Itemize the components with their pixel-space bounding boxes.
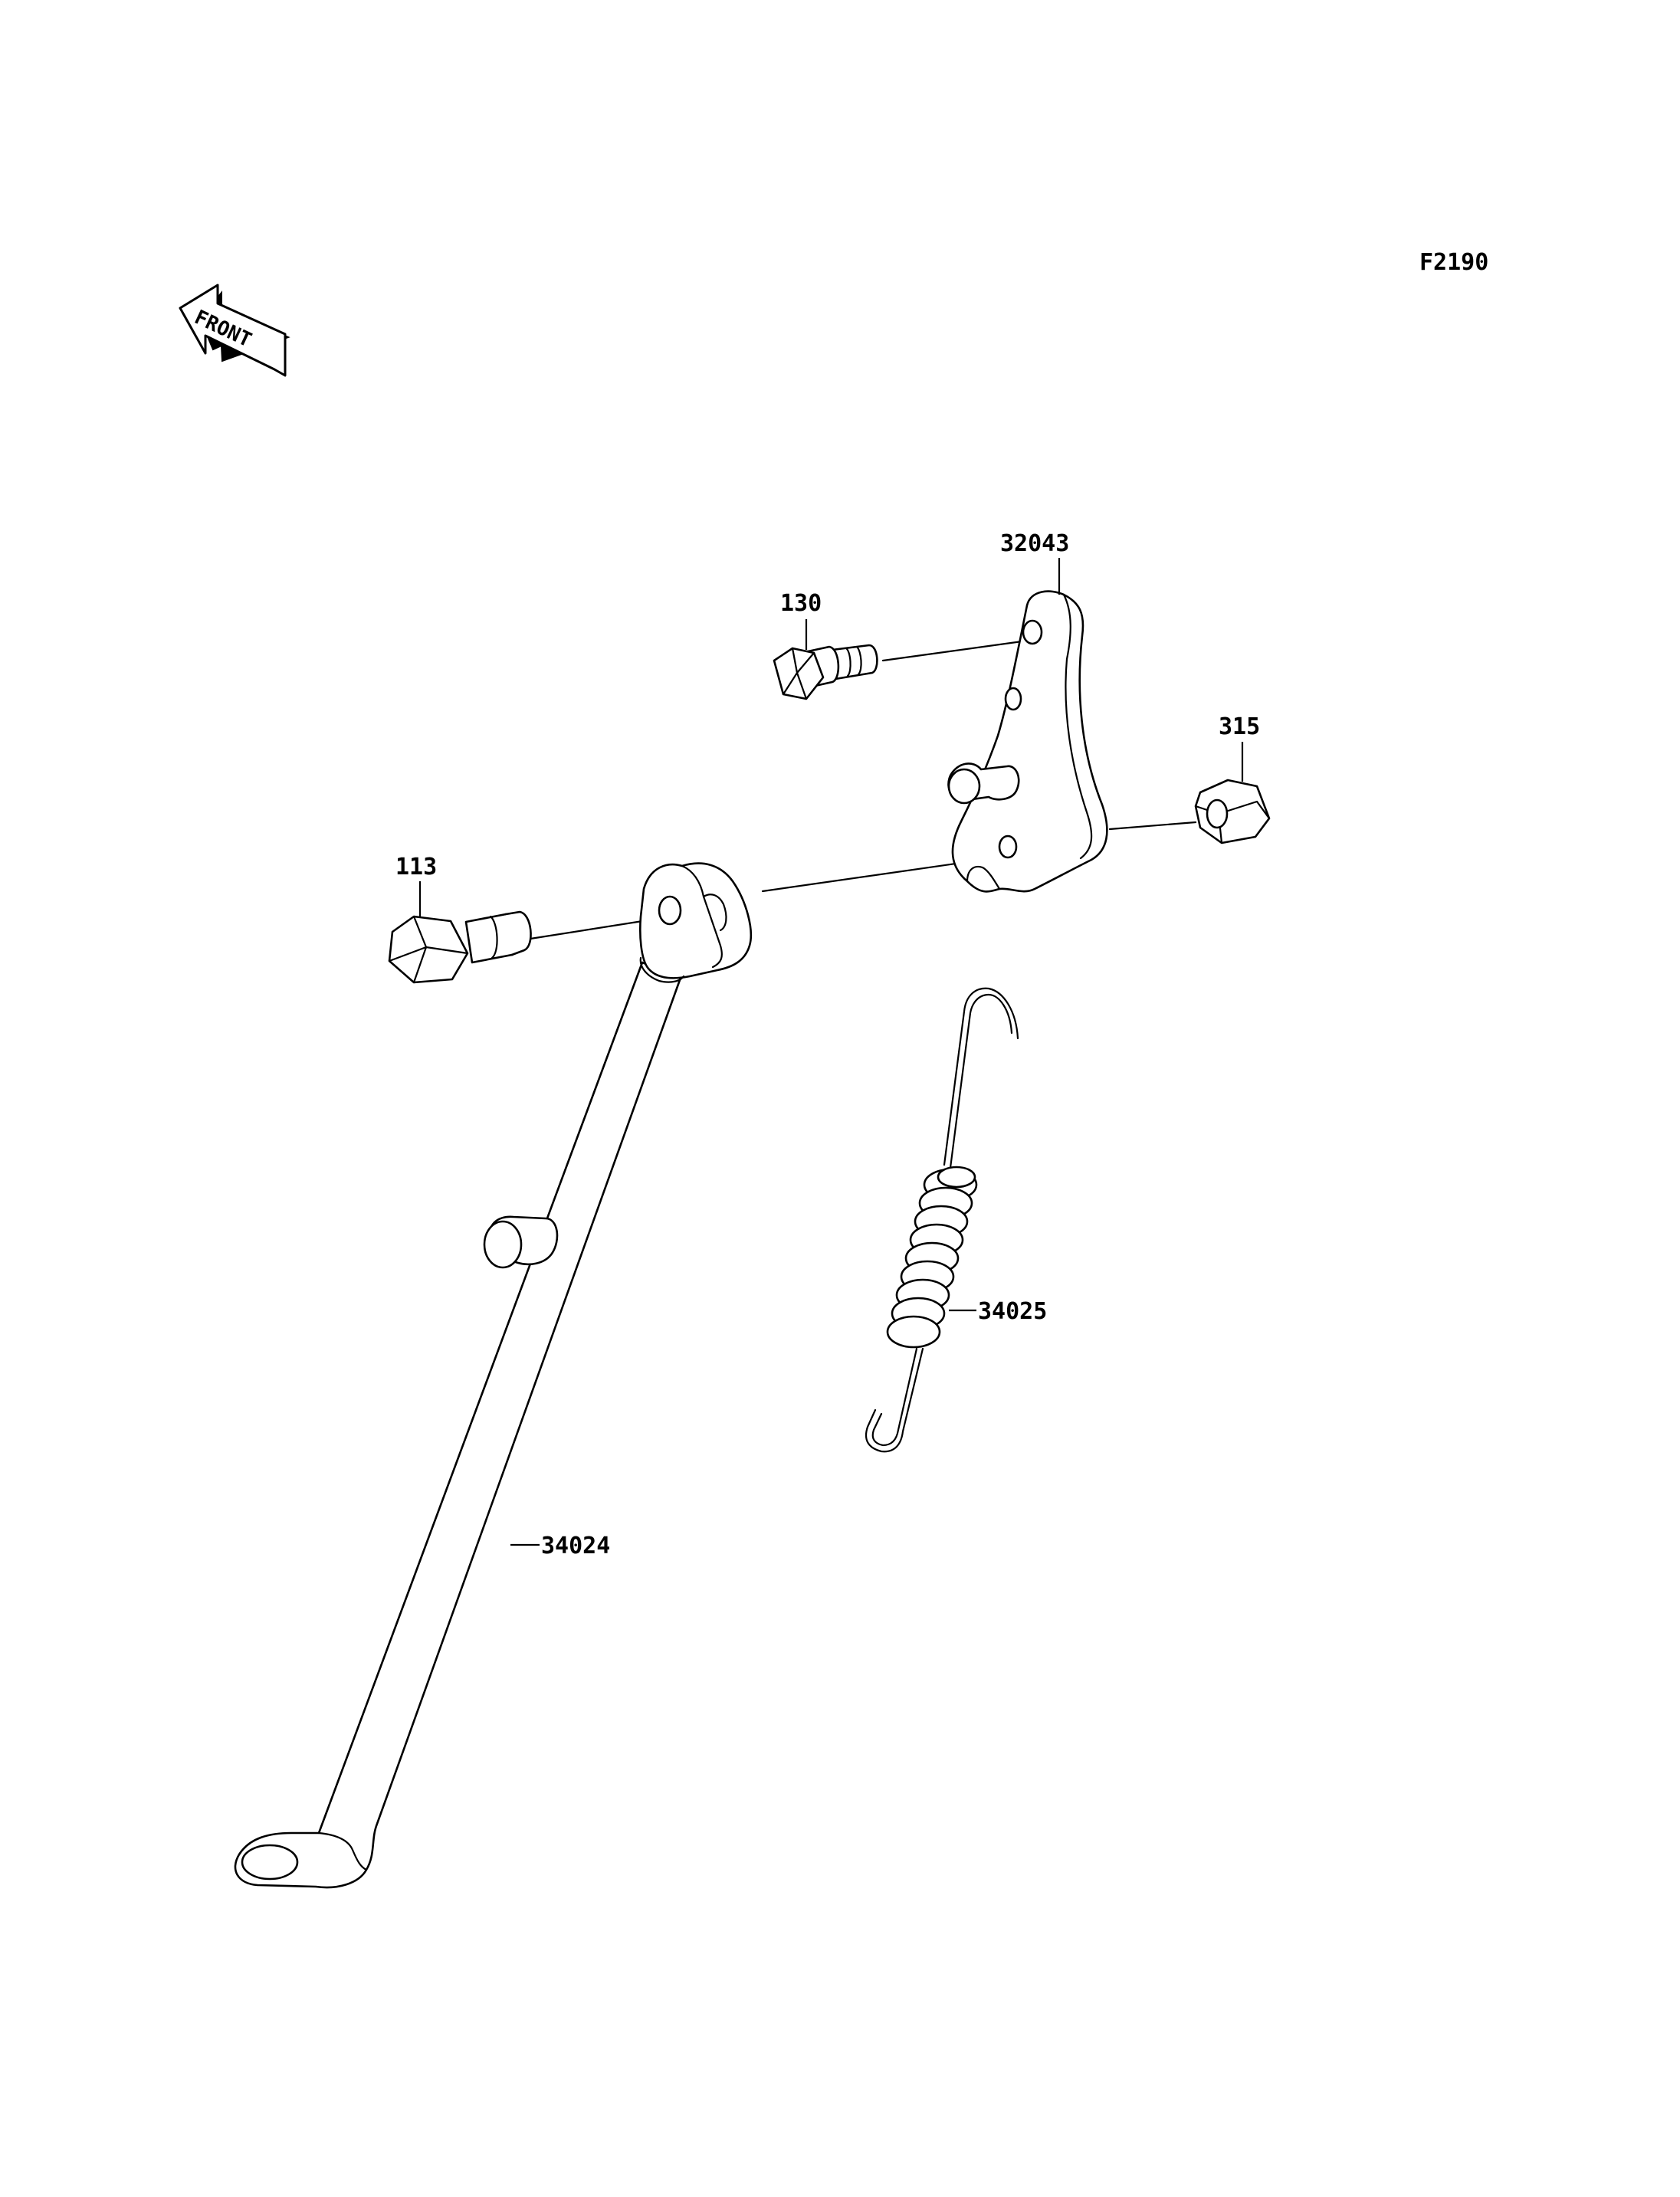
figure-code: F2190 [1419,249,1488,276]
pivot-bolt-icon [388,910,532,984]
front-arrow-icon: FRONT [179,284,290,377]
alignment-line-315 [1108,821,1197,831]
spring-coils [886,1166,978,1349]
alignment-line-130 [881,638,1035,662]
part-label-315: 315 [1219,713,1260,740]
side-stand-icon [234,862,753,1889]
part-label-34024: 34024 [541,1533,610,1559]
part-label-34025: 34025 [978,1298,1047,1325]
part-label-130: 130 [780,590,822,617]
spring-icon [865,987,1019,1453]
part-label-113: 113 [395,854,437,880]
part-label-32043: 32043 [1000,530,1069,557]
flange-bolt-icon [773,644,878,700]
bracket-icon [947,590,1108,893]
hex-nut-icon [1194,779,1271,844]
